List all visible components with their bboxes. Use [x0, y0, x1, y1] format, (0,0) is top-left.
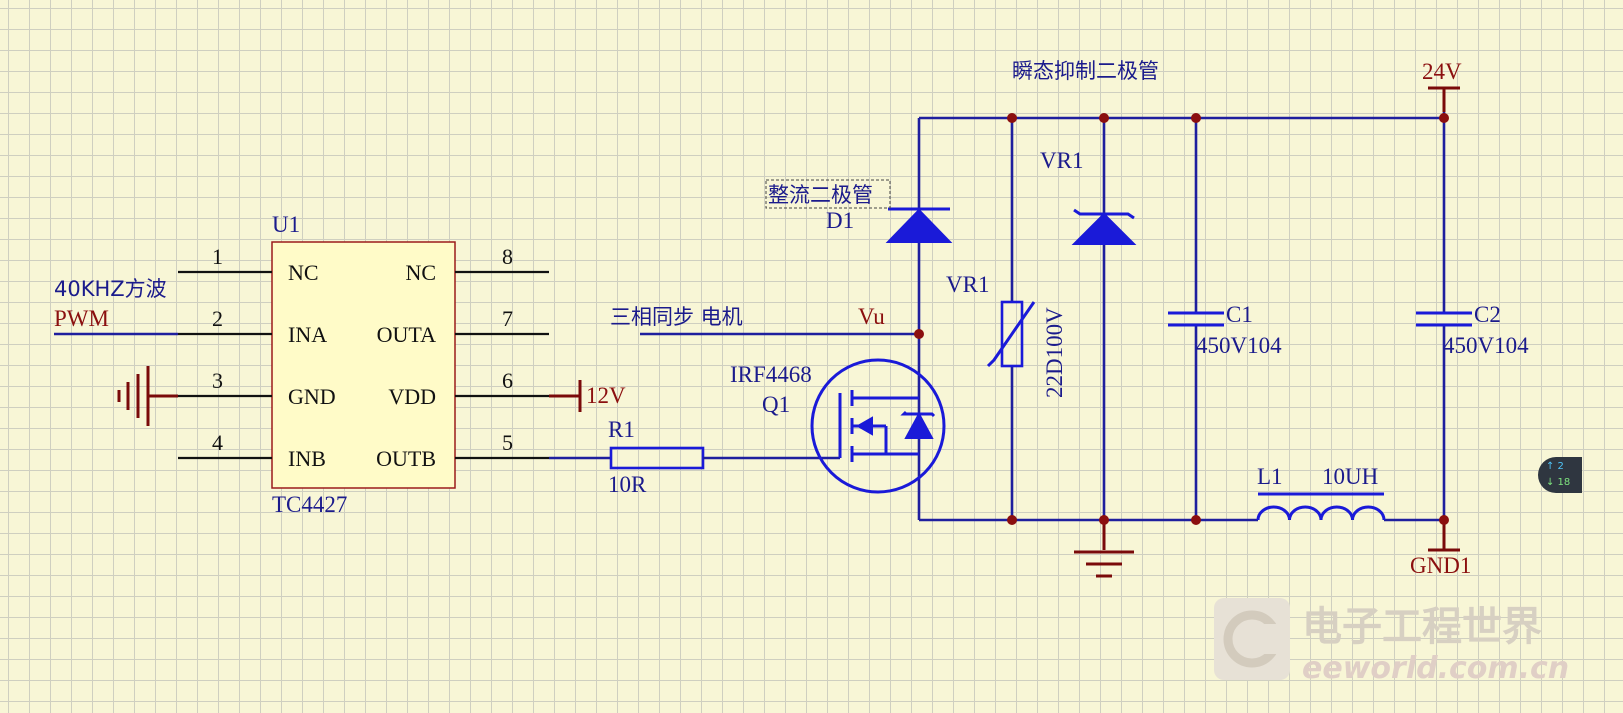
- pin-name-ina: INA: [288, 322, 327, 347]
- varistor-value-label: 22D100V: [1042, 307, 1067, 398]
- diode-d1[interactable]: [885, 207, 953, 243]
- pin-number-2: 2: [212, 306, 223, 331]
- badge-down-count: ↓ 18: [1546, 477, 1571, 488]
- r1-ref-label: R1: [608, 417, 635, 442]
- pin-number-8: 8: [502, 244, 513, 269]
- pin-number-5: 5: [502, 430, 513, 455]
- rectifier-diode-label-box: [765, 179, 891, 209]
- mosfet-q1[interactable]: [810, 358, 946, 494]
- badge-up-count: ↑ 2: [1546, 461, 1564, 472]
- pin-name-outb: OUTB: [376, 446, 436, 471]
- c1-ref-label: C1: [1226, 302, 1253, 327]
- pin-number-7: 7: [502, 306, 513, 331]
- ic-u1[interactable]: [178, 241, 549, 489]
- capacitor-c1[interactable]: [1168, 311, 1224, 327]
- capacitor-c2[interactable]: [1416, 311, 1472, 327]
- pin-number-6: 6: [502, 368, 513, 393]
- power-24v-icon: [1428, 86, 1460, 112]
- junction-dots: [914, 113, 1449, 525]
- varistor-vr1[interactable]: [986, 300, 1036, 368]
- power-12v-icon: [549, 380, 582, 412]
- l1-ref-label: L1: [1257, 464, 1283, 489]
- q1-part-label: IRF4468: [730, 362, 812, 387]
- r1-value-label: 10R: [608, 472, 647, 497]
- power-24v-label: 24V: [1422, 59, 1462, 84]
- u1-ref-label: U1: [272, 212, 300, 237]
- ground-icon: [1074, 520, 1134, 578]
- rectifier-diode-label: 整流二极管: [768, 183, 873, 207]
- side-scroll-badge[interactable]: ↑ 2 ↓ 18: [1538, 457, 1582, 493]
- earth-ground-icon: [117, 366, 178, 426]
- pin-name-nc-right: NC: [405, 260, 436, 285]
- eeworld-watermark: 电子工程世界 eeworld.com.cn: [1214, 598, 1569, 686]
- inductor-l1[interactable]: [1256, 492, 1386, 521]
- tvs-ref-label: VR1: [1040, 148, 1083, 173]
- signal-frequency-label: 40KHZ方波: [54, 277, 167, 301]
- pin-name-outa: OUTA: [377, 322, 436, 347]
- watermark-en: eeworld.com.cn: [1302, 651, 1569, 686]
- pin-number-4: 4: [212, 430, 223, 455]
- pwm-net-label: PWM: [54, 306, 109, 331]
- tvs-diode-vr1[interactable]: [1071, 208, 1137, 245]
- watermark-cn: 电子工程世界: [1302, 604, 1542, 650]
- vu-net-label: Vu: [858, 304, 885, 329]
- motor-net-label: 三相同步 电机: [610, 305, 743, 329]
- pin-name-gnd: GND: [288, 384, 336, 409]
- pin-number-1: 1: [212, 244, 223, 269]
- resistor-r1[interactable]: [609, 446, 705, 470]
- pin-number-3: 3: [212, 368, 223, 393]
- pin-name-vdd: VDD: [388, 384, 436, 409]
- u1-part-label: TC4427: [272, 492, 347, 517]
- c2-ref-label: C2: [1474, 302, 1501, 327]
- c2-value-label: 450V104: [1443, 333, 1529, 358]
- tvs-title-label: 瞬态抑制二极管: [1012, 59, 1159, 83]
- l1-value-label: 10UH: [1322, 464, 1378, 489]
- pin-name-nc-left: NC: [288, 260, 319, 285]
- q1-ref-label: Q1: [762, 392, 790, 417]
- varistor-ref-label: VR1: [946, 272, 989, 297]
- c1-value-label: 450V104: [1196, 333, 1282, 358]
- gnd1-label: GND1: [1410, 553, 1471, 578]
- eeworld-logo-icon: [1214, 598, 1290, 680]
- power-12v-label: 12V: [586, 383, 626, 408]
- pin-name-inb: INB: [288, 446, 326, 471]
- d1-ref-label: D1: [826, 208, 854, 233]
